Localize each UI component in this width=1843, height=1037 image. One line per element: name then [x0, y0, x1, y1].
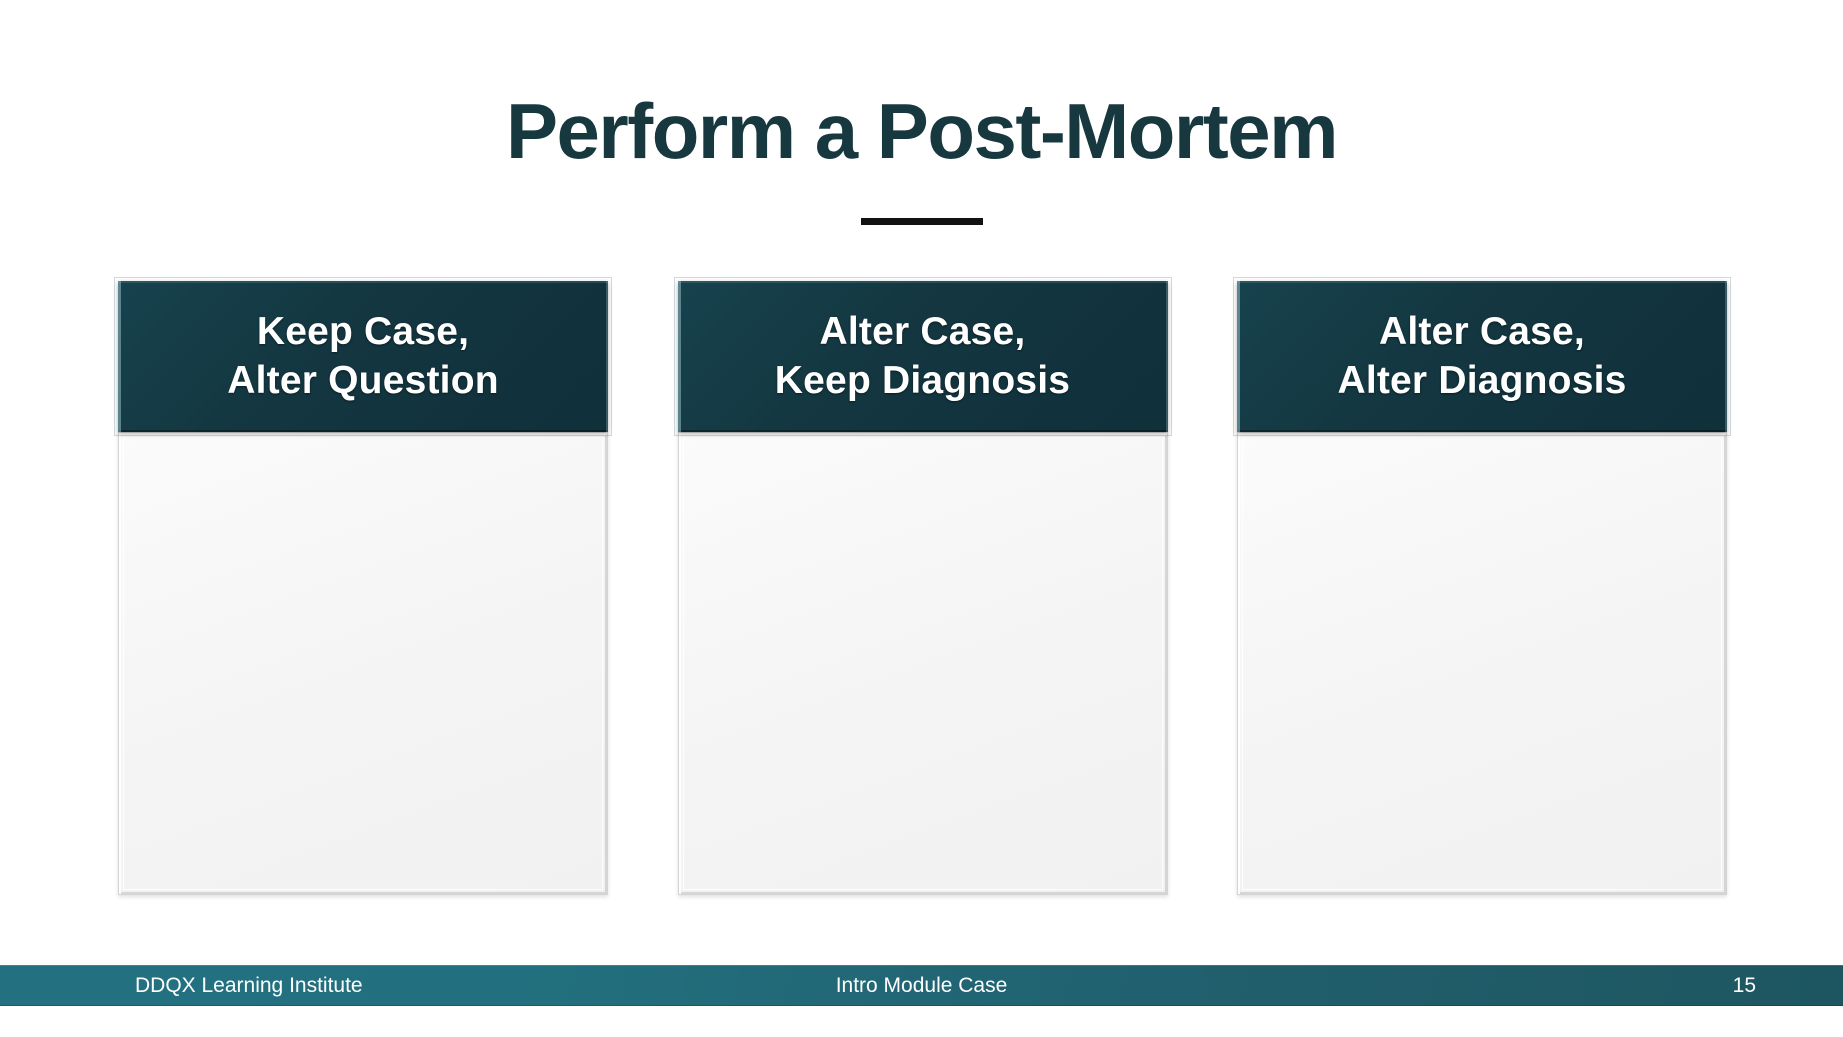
column-keep-case-alter-question: Keep Case, Alter Question	[114, 277, 612, 895]
column-body-2[interactable]	[677, 432, 1168, 895]
column-header-3[interactable]: Alter Case, Alter Diagnosis	[1233, 277, 1731, 436]
column-header-label-1: Keep Case, Alter Question	[227, 310, 499, 402]
footer-organization: DDQX Learning Institute	[135, 973, 363, 997]
title-accent-rule	[860, 218, 983, 225]
column-group: Keep Case, Alter Question Alter Case, Ke…	[114, 277, 1731, 895]
column-alter-case-alter-diagnosis: Alter Case, Alter Diagnosis	[1233, 277, 1731, 895]
column-header-label-3: Alter Case, Alter Diagnosis	[1337, 310, 1627, 402]
column-alter-case-keep-diagnosis: Alter Case, Keep Diagnosis	[673, 277, 1172, 895]
page-title: Perform a Post-Mortem	[506, 87, 1339, 175]
column-header-2[interactable]: Alter Case, Keep Diagnosis	[673, 277, 1172, 436]
footer-section-title: Intro Module Case	[835, 973, 1008, 997]
column-body-3[interactable]	[1237, 432, 1727, 895]
title-block: Perform a Post-Mortem	[0, 87, 1843, 225]
slide-footer-bar: DDQX Learning Institute Intro Module Cas…	[0, 965, 1843, 1006]
column-header-1[interactable]: Keep Case, Alter Question	[114, 277, 612, 436]
footer-page-number: 15	[1732, 973, 1756, 997]
column-header-label-2: Alter Case, Keep Diagnosis	[774, 310, 1071, 402]
column-body-1[interactable]	[118, 432, 608, 895]
column-body-content-2	[695, 449, 1151, 878]
column-body-content-3	[1254, 449, 1710, 878]
column-body-content-1	[135, 449, 591, 878]
